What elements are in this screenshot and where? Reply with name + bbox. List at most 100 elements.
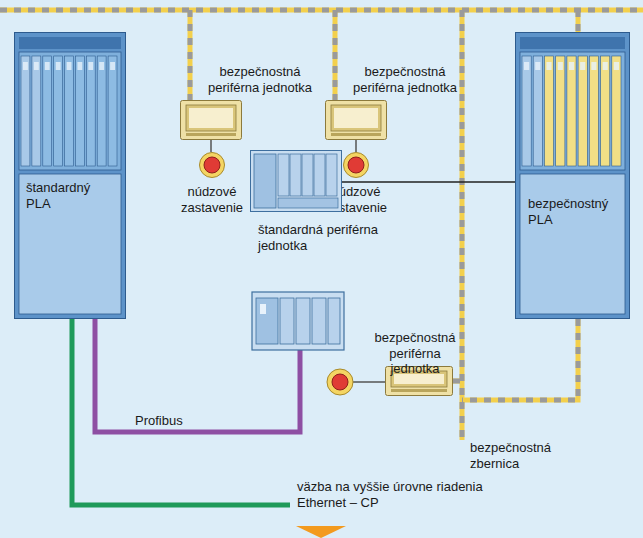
drawing-part — [326, 101, 387, 140]
drawing-part — [328, 298, 340, 344]
device-link — [210, 140, 212, 152]
drawing-part — [576, 10, 581, 32]
drawing-part — [254, 154, 276, 208]
drawing-part — [601, 56, 610, 166]
drawing-part — [97, 56, 106, 166]
node-text: bezpečnostná periférna jednotka — [345, 64, 465, 95]
signal-cable — [342, 181, 515, 183]
emergency-stop-button — [327, 369, 385, 395]
drawing-part — [186, 133, 236, 136]
node-text: štandardná periférna jednotka — [258, 222, 383, 253]
drawing-part — [462, 319, 578, 400]
drawing-part — [612, 56, 621, 166]
drawing-part — [578, 56, 587, 166]
drawing-part — [19, 37, 121, 49]
safety-bus — [0, 10, 643, 440]
drawing-part — [188, 10, 193, 100]
drawing-part — [181, 101, 242, 140]
drawing-part — [302, 154, 313, 196]
drawing-part — [332, 374, 348, 390]
drawing-part — [200, 153, 225, 178]
drawing-part — [567, 56, 576, 166]
drawing-part — [344, 153, 369, 178]
plc-rack — [14, 32, 126, 319]
drawing-part — [516, 33, 630, 319]
drawing-part — [331, 133, 381, 136]
drawing-part — [280, 298, 294, 344]
drawing-part — [296, 298, 310, 344]
node-text: bezpečnostná periférna jednotka — [200, 64, 320, 95]
drawing-part — [327, 369, 353, 395]
drawing-part — [558, 62, 563, 70]
bus-label: Profibus — [135, 413, 215, 429]
standard-periphery-unit: štandardná periférna jednotka — [250, 150, 342, 212]
drawing-part — [34, 62, 39, 70]
io-rack — [250, 150, 342, 212]
drawing-part — [312, 298, 326, 344]
drawing-part — [67, 62, 72, 70]
drawing-part — [278, 154, 289, 196]
drawing-part — [580, 62, 585, 70]
drawing-part — [589, 56, 598, 166]
standard-plc: štandardný PLA — [14, 32, 126, 319]
device-link — [355, 140, 357, 152]
drawing-part — [603, 62, 608, 70]
drawing-part — [19, 174, 121, 314]
link-label: väzba na vyššie úrovne riadenia Ethernet… — [297, 479, 512, 510]
drawing-part — [0, 8, 643, 13]
node-text: štandardný PLA — [26, 180, 118, 211]
drawing-part — [290, 154, 301, 196]
drawing-part — [189, 108, 233, 128]
node-text: bezpečnostný PLA — [528, 196, 624, 227]
drawing-part — [0, 10, 643, 440]
safety-device — [325, 100, 387, 140]
safety-periphery-unit: bezpečnostná periférna jednotka — [180, 100, 242, 140]
drawing-part — [333, 10, 338, 100]
drawing-part — [353, 381, 385, 383]
drawing-part — [348, 157, 364, 173]
drawing-part — [614, 62, 619, 70]
safety-periphery-unit: bezpečnostná periférna jednotka — [325, 100, 387, 140]
emergency-stop — [343, 152, 369, 178]
node-text: núdzové zastavenie — [177, 184, 247, 215]
node-text: bezpečnostná periférna jednotka — [370, 330, 460, 377]
drawing-part — [544, 56, 553, 166]
drawing-part — [32, 56, 41, 166]
drawing-part — [524, 62, 529, 70]
safety-device — [180, 100, 242, 140]
emergency-stop: núdzové zastavenie — [343, 152, 369, 178]
drawing-part — [576, 10, 581, 32]
drawing-part — [252, 292, 344, 350]
drawing-part — [260, 304, 266, 314]
drawing-part — [520, 174, 625, 314]
drawing-part — [65, 56, 74, 166]
drawing-part — [188, 10, 193, 100]
drawing-part — [569, 62, 574, 70]
drawing-part — [460, 10, 465, 440]
drawing-part — [556, 56, 565, 166]
drawing-part — [77, 62, 82, 70]
emergency-stop — [199, 152, 225, 178]
drawing-part — [186, 105, 236, 131]
drawing-part — [522, 56, 531, 166]
drawing-part — [326, 154, 337, 196]
drawing-part — [334, 108, 378, 128]
standard-periphery-rack — [252, 292, 344, 350]
drawing-part — [88, 62, 93, 70]
drawing-part — [460, 10, 465, 440]
drawing-part — [333, 10, 338, 100]
drawing-part — [15, 33, 126, 319]
drawing-part — [110, 62, 115, 70]
drawing-part — [99, 62, 104, 70]
drawing-part — [21, 56, 30, 166]
drawing-part — [19, 52, 121, 170]
drawing-part — [314, 154, 325, 196]
drawing-part — [278, 198, 338, 208]
drawing-part — [546, 62, 551, 70]
drawing-part — [75, 56, 84, 166]
drawing-part — [391, 389, 447, 392]
drawing-part — [0, 8, 643, 13]
drawing-part — [108, 56, 117, 166]
drawing-part — [56, 62, 61, 70]
drawing-part — [533, 56, 542, 166]
